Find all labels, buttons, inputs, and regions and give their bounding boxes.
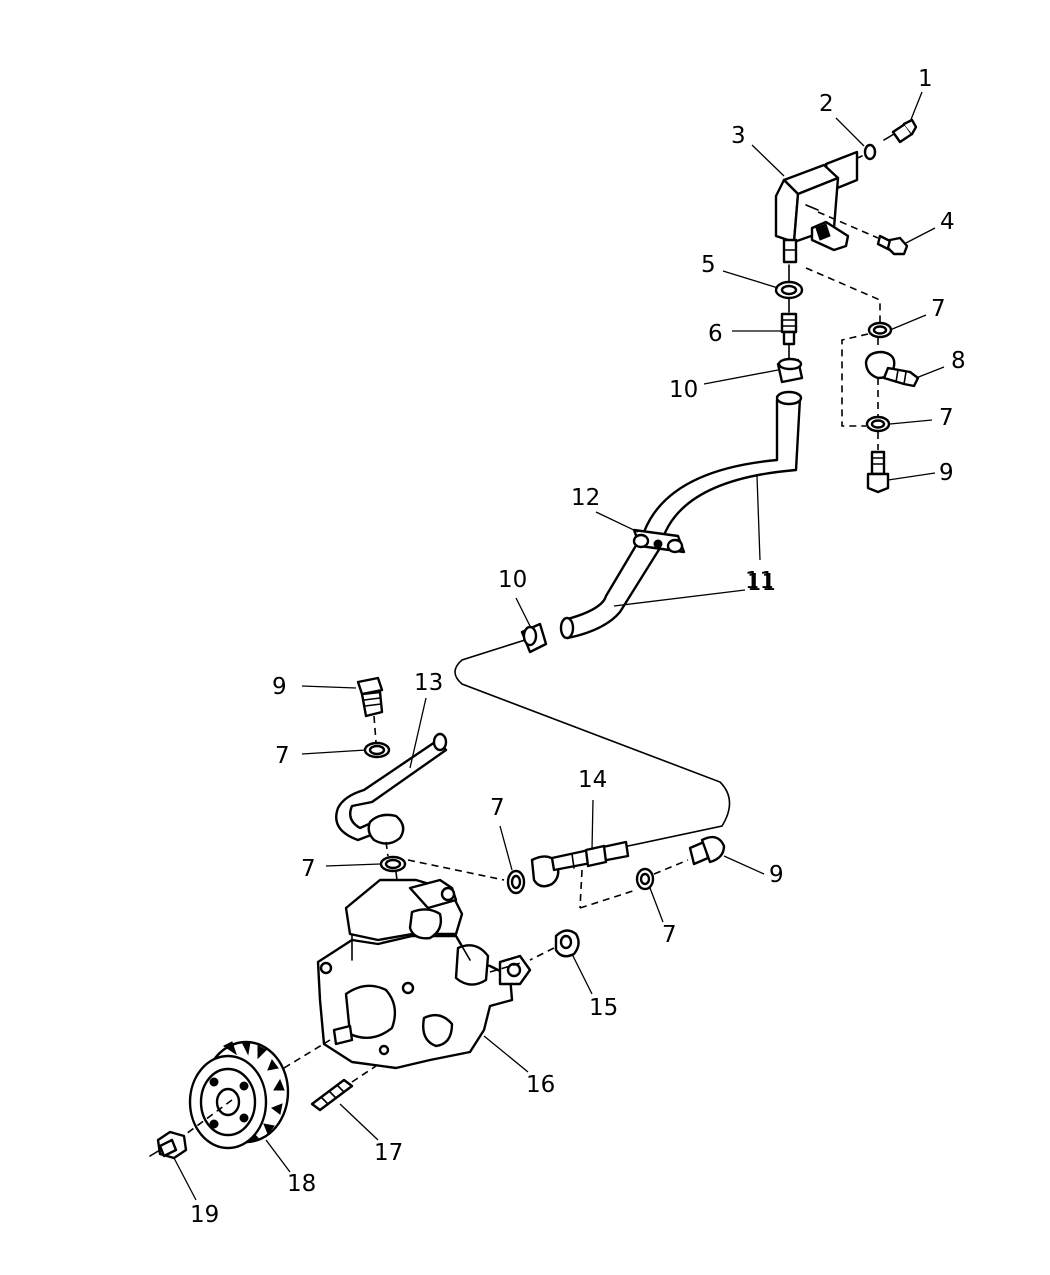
callout-labels: 1 2 3 4 5 6 7 8 7 10 9 12 11 10 11 9 13 … [190,66,966,1228]
callout-7-b: 7 [939,405,954,431]
part-1-screw [883,118,918,144]
part-9-banjo-bolt-centre [688,835,726,866]
callout-17: 17 [374,1140,403,1166]
callout-2: 2 [819,91,834,117]
callout-8: 8 [951,348,966,374]
callout-13: 13 [414,670,443,696]
part-7-washer-centre [506,869,526,895]
part-15-plug [529,929,580,961]
part-16-injection-pump [316,878,532,1070]
callout-3: 3 [731,123,746,149]
part-8-banjo-fitting [864,350,920,388]
callout-9-c: 9 [769,862,784,888]
callout-4: 4 [940,209,955,235]
callout-16: 16 [526,1072,555,1098]
callout-7-a: 7 [931,296,946,322]
part-10-hose-clamp-upper [776,357,804,384]
part-14-banjo-fitting [530,840,630,888]
callout-14: 14 [578,767,607,793]
callout-7-c: 7 [275,743,290,769]
part-12-hose-clip [632,528,686,554]
part-9-banjo-bolt-left [356,676,384,718]
part-7-washer-right-upper [867,321,893,339]
part-7-washer-right-centre [635,867,655,891]
part-10-hose-clamp-lower [520,622,548,654]
callout-9-a: 9 [939,460,954,486]
part-17-key [310,1078,354,1112]
part-7-washer-right-lower [865,415,891,433]
callout-18: 18 [287,1171,316,1197]
part-18-drive-gear [188,1040,290,1150]
callout-6: 6 [708,321,723,347]
callout-7-f: 7 [662,922,677,948]
assembly-dashed-line-right [805,267,881,450]
callout-15: 15 [589,995,618,1021]
part-9-banjo-bolt-right [866,450,890,494]
routing-line [454,639,731,847]
part-5-washer [774,264,804,300]
callout-10-b: 10 [498,567,527,593]
part-19-nut [149,1130,188,1160]
leader-lines [173,91,945,1201]
callout-1: 1 [918,66,933,92]
callout-11-b: 11 [747,570,776,596]
part-7-washer-left-upper [363,741,391,759]
part-4-bolt [817,211,909,256]
callout-5: 5 [701,252,716,278]
callout-10-a: 10 [669,377,698,403]
part-11-fuel-hose [559,390,803,640]
part-13-fuel-pipe [335,732,448,845]
callout-12: 12 [571,485,600,511]
part-7-washer-left-lower [379,855,407,873]
callout-19: 19 [190,1202,219,1228]
part-6-fitting [780,297,798,359]
part-3-sensor-bracket [774,150,859,264]
callout-9-b: 9 [272,674,287,700]
callout-7-d: 7 [490,795,505,821]
callout-7-e: 7 [301,856,316,882]
callout-11-a: 11 [745,568,774,594]
